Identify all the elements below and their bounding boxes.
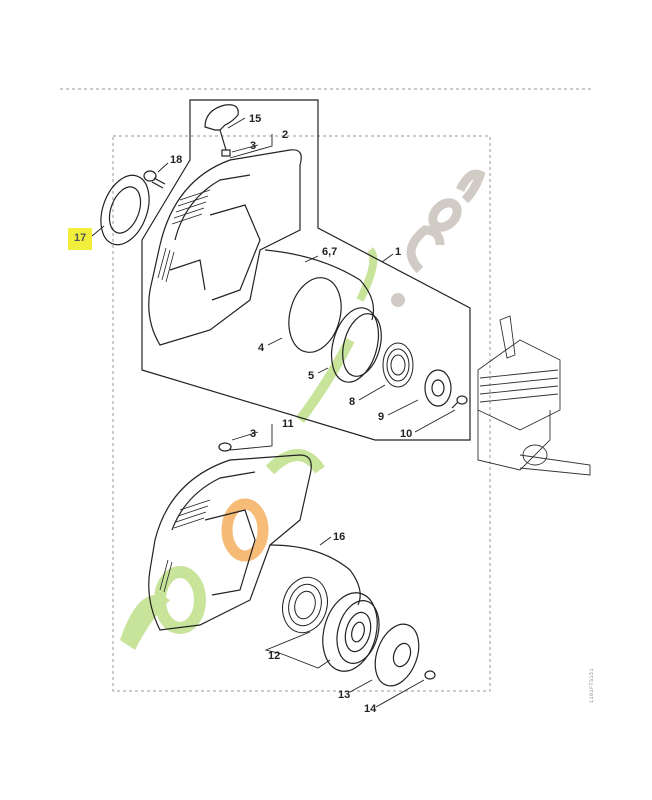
callout-9: 9 [378,411,385,423]
callout-3-lower: 3 [250,428,257,440]
callout-1: 1 [395,246,402,258]
plate-17 [100,174,150,246]
callout-13: 12 [268,650,281,662]
starter-housing-lower [148,442,312,631]
assembly-1-outline [141,99,471,441]
rope-14 [269,544,361,606]
callout-17-highlighted[interactable]: 17 [68,228,93,250]
screw-18 [143,170,166,189]
t-handle-11 [204,104,239,157]
spring-13 [282,576,328,634]
callout-6-7: 6,7 [322,246,338,258]
callout-8: 8 [349,396,356,408]
rope-6-7 [264,249,375,321]
callout-10: 10 [400,428,413,440]
rope-rotor-5 [330,307,382,383]
callout-4: 4 [258,342,265,354]
rope-rotor-13 [322,592,380,672]
callout-12: 11 [282,418,294,430]
callout-11: 15 [249,113,262,125]
callout-2: 2 [282,129,289,141]
callout-14: 16 [333,531,346,543]
starter-housing-upper [148,149,302,346]
nut-16 [424,670,436,680]
side-reference-code: 1101FTS151 [589,668,595,704]
engine-illustration [477,315,591,476]
callout-18: 18 [170,154,183,166]
dotted-frame [112,135,491,692]
callout-16: 14 [364,703,377,715]
screw-10 [451,395,468,409]
hub-9 [424,369,452,407]
callout-3-upper: 3 [250,140,257,152]
cover-disc-15 [374,623,420,687]
callout-15: 13 [338,689,351,701]
leader-lines [91,117,456,708]
pawl-disc-4 [288,277,342,353]
callout-5: 5 [308,370,315,382]
spring-8 [382,342,414,388]
